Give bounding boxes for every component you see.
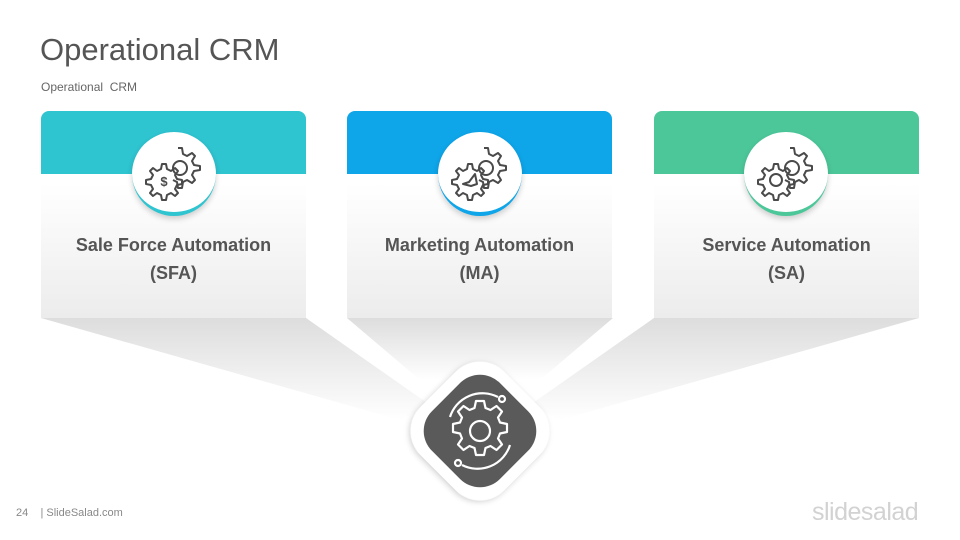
card-title-line1: Service Automation	[702, 235, 871, 255]
card-title-sfa: Sale Force Automation (SFA)	[41, 231, 306, 287]
card-title-sa: Service Automation (SA)	[654, 231, 919, 287]
footer-page-info: 24 | SlideSalad.com	[16, 507, 123, 519]
card-title-line2: (SA)	[768, 263, 805, 283]
card-title-ma: Marketing Automation (MA)	[347, 231, 612, 287]
card-title-line2: (SFA)	[150, 263, 197, 283]
card-title-line1: Marketing Automation	[384, 235, 575, 255]
gear-dollar-icon: $	[132, 132, 216, 216]
card-title-line2: (MA)	[459, 263, 500, 283]
brand-logo: slidesalad	[812, 498, 919, 526]
svg-text:$: $	[160, 174, 168, 189]
gear-megaphone-icon	[438, 132, 522, 216]
page-title: Operational CRM	[40, 32, 280, 67]
gear-icon	[744, 132, 828, 216]
page-subtitle: Operational CRM	[41, 80, 138, 94]
card-title-line1: Sale Force Automation	[75, 235, 272, 255]
gear-orbit-icon	[423, 374, 537, 488]
